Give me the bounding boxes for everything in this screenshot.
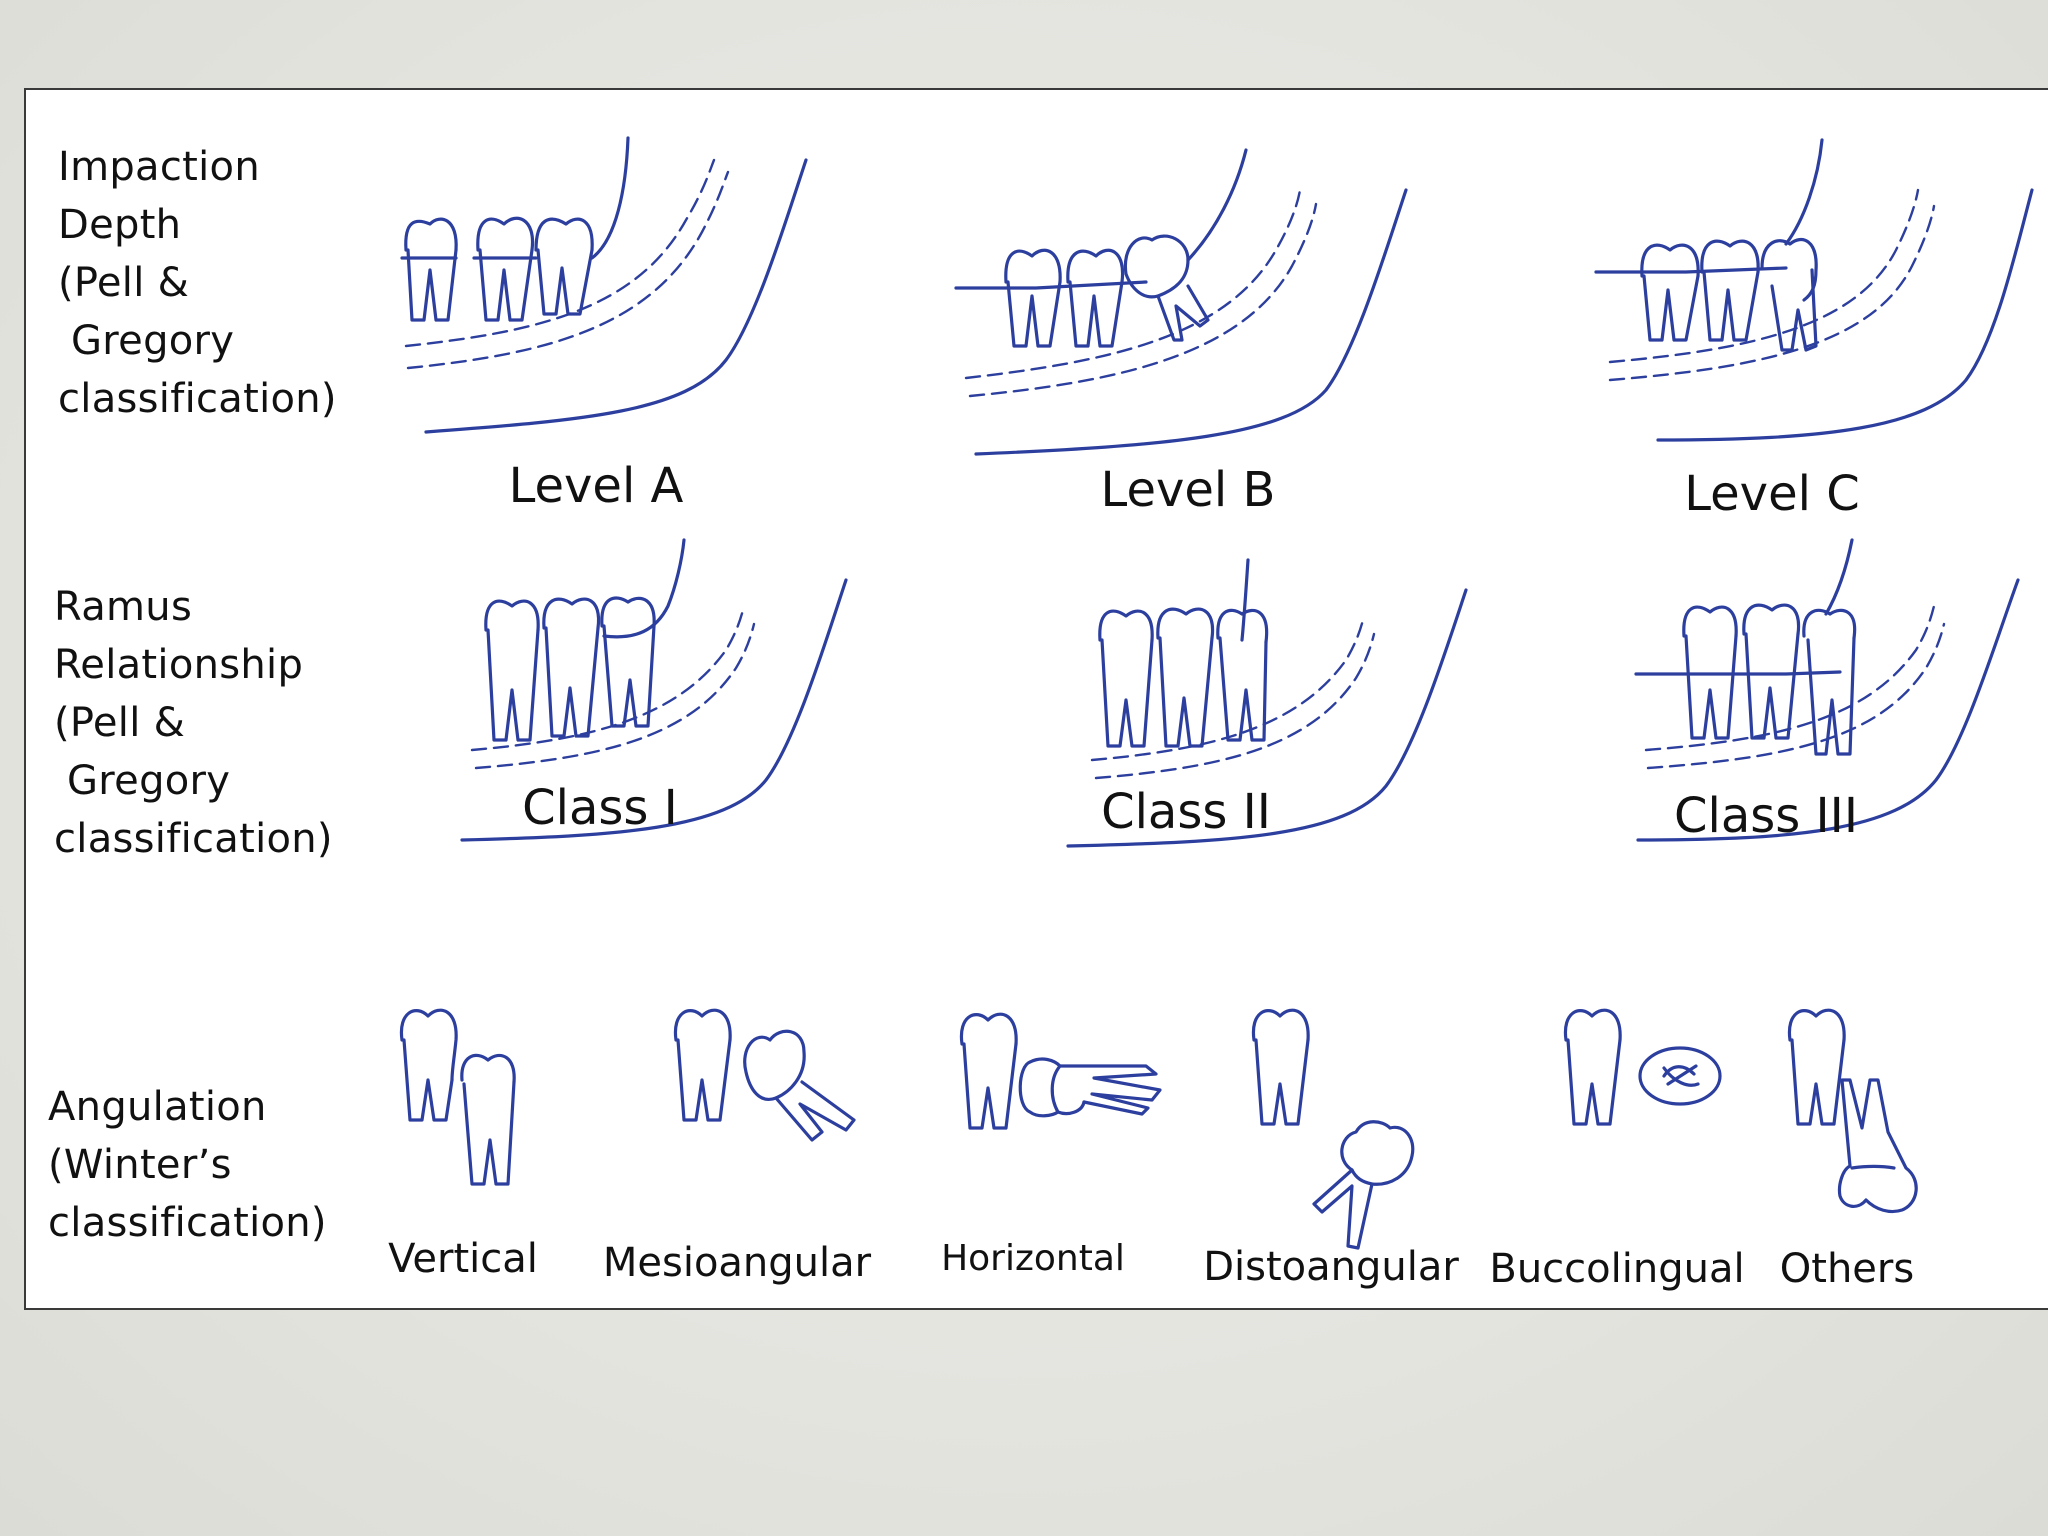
tooth-mesioangular-icon — [673, 1008, 856, 1142]
caption-level-a: Level A — [508, 458, 684, 514]
jaw-level-a-icon — [400, 136, 808, 434]
depth-label-line: Depth — [58, 202, 182, 248]
caption-vertical: Vertical — [388, 1236, 538, 1282]
caption-level-c: Level C — [1684, 466, 1860, 522]
caption-class-iii: Class III — [1673, 788, 1858, 844]
angulation-label-line: (Winter’s — [48, 1142, 232, 1188]
caption-class-ii: Class II — [1101, 784, 1271, 840]
caption-mesioangular: Mesioangular — [602, 1240, 872, 1286]
tooth-horizontal-icon — [959, 1012, 1162, 1130]
ramus-label-line: Gregory — [54, 758, 231, 804]
tooth-vertical-icon — [399, 1008, 516, 1186]
caption-others: Others — [1779, 1246, 1915, 1292]
caption-class-i: Class I — [522, 780, 678, 836]
tooth-distoangular-icon — [1251, 1008, 1415, 1250]
ramus-label-line: classification) — [54, 816, 333, 862]
tooth-buccolingual-icon — [1563, 1008, 1722, 1126]
ramus-label-line: Relationship — [54, 642, 304, 688]
jaw-level-b-icon — [954, 148, 1408, 456]
angulation-label-line: classification) — [48, 1200, 327, 1246]
caption-level-b: Level B — [1100, 462, 1276, 518]
tooth-others-icon — [1787, 1008, 1918, 1214]
caption-buccolingual: Buccolingual — [1489, 1246, 1745, 1292]
angulation-label-line: Angulation — [48, 1084, 267, 1130]
caption-distoangular: Distoangular — [1203, 1244, 1459, 1290]
jaw-level-c-icon — [1594, 138, 2034, 442]
depth-label-line: Impaction — [58, 144, 260, 190]
angulation-row-label: Angulation (Winter’s classification) — [48, 1078, 327, 1252]
depth-label-line: classification) — [58, 376, 337, 422]
depth-row-label: Impaction Depth (Pell & Gregory classifi… — [58, 138, 337, 428]
ramus-row-label: Ramus Relationship (Pell & Gregory class… — [54, 578, 333, 868]
jaw-class-ii-icon — [1066, 558, 1468, 848]
depth-label-line: (Pell & — [58, 260, 190, 306]
ramus-label-line: (Pell & — [54, 700, 186, 746]
caption-horizontal: Horizontal — [941, 1238, 1125, 1279]
depth-label-line: Gregory — [58, 318, 235, 364]
jaw-class-iii-icon — [1634, 538, 2020, 842]
ramus-label-line: Ramus — [54, 584, 193, 630]
diagram-panel: Impaction Depth (Pell & Gregory classifi… — [24, 88, 2048, 1310]
jaw-class-i-icon — [460, 538, 848, 842]
